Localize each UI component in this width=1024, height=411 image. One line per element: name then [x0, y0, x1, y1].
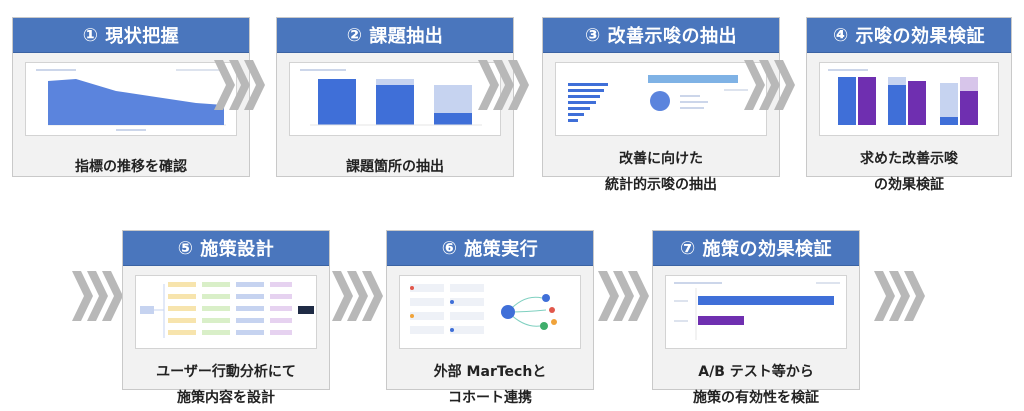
- step-1-thumbnail: [25, 62, 237, 136]
- step-5-caption: ユーザー行動分析にて 施策内容を設計: [127, 359, 325, 411]
- ab-test-bar-thumbnail: [674, 282, 840, 340]
- statistics-thumbnail: [568, 75, 748, 122]
- step-1-card: ① 現状把握 指標の推移を確認: [12, 17, 250, 177]
- step-3-caption-line-2: 統計的示唆の抽出: [605, 177, 717, 193]
- step-3-title: 改善示唆の抽出: [607, 26, 738, 47]
- chevron-right-icon: [744, 60, 796, 110]
- step-1-header: ① 現状把握: [13, 18, 249, 53]
- step-2-thumbnail: [289, 62, 501, 136]
- step-4-title: 示唆の効果検証: [855, 26, 986, 47]
- step-4-caption-line-1: 求めた改善示唆: [860, 151, 958, 167]
- step-6-thumbnail: [399, 275, 581, 349]
- step-2-title: 課題抽出: [369, 26, 444, 47]
- step-7-caption-line-1: A/B テスト等から: [698, 364, 814, 380]
- step-7-card: ⑦ 施策の効果検証 A/B テスト等から 施策の有効性を検証: [652, 230, 860, 406]
- step-5-thumbnail: [135, 275, 317, 349]
- step-4-header: ④ 示唆の効果検証: [807, 18, 1011, 53]
- step-1-title: 現状把握: [105, 26, 180, 47]
- chevron-right-icon: [214, 60, 266, 110]
- step-2-card: ② 課題抽出 課題箇所の抽出: [276, 17, 514, 177]
- step-5-number: ⑤: [177, 237, 194, 259]
- step-3-caption-line-1: 改善に向けた: [619, 151, 703, 167]
- step-2-number: ②: [346, 24, 363, 46]
- step-5-card: ⑤ 施策設計: [122, 230, 330, 406]
- step-6-caption: 外部 MarTechと コホート連携: [391, 359, 589, 411]
- step-7-caption-line-2: 施策の有効性を検証: [693, 390, 819, 406]
- step-7-thumbnail: [665, 275, 847, 349]
- step-6-number: ⑥: [441, 237, 458, 259]
- step-5-title: 施策設計: [200, 239, 275, 260]
- step-6-caption-line-1: 外部 MarTechと: [433, 364, 547, 380]
- step-1-caption: 指標の推移を確認: [17, 154, 245, 180]
- area-chart-thumbnail: [36, 69, 226, 131]
- step-5-header: ⑤ 施策設計: [123, 231, 329, 266]
- step-5-caption-line-2: 施策内容を設計: [177, 390, 275, 406]
- flow-design-thumbnail: [140, 282, 314, 338]
- comparison-bar-thumbnail: [828, 69, 978, 125]
- step-5-caption-line-1: ユーザー行動分析にて: [156, 364, 296, 380]
- step-6-title: 施策実行: [464, 239, 539, 260]
- step-7-number: ⑦: [679, 237, 696, 259]
- step-4-caption-line-2: の効果検証: [874, 177, 944, 193]
- step-6-card: ⑥ 施策実行 外部 MarTechと コホート連携: [386, 230, 594, 406]
- step-4-number: ④: [832, 24, 849, 46]
- step-6-caption-line-2: コホート連携: [448, 390, 532, 406]
- step-7-title: 施策の効果検証: [702, 239, 833, 260]
- step-3-header: ③ 改善示唆の抽出: [543, 18, 779, 53]
- chevron-right-icon: [874, 271, 926, 321]
- step-4-card: ④ 示唆の効果検証 求めた改善示唆 の効果検証: [806, 17, 1012, 193]
- chevron-right-icon: [598, 271, 650, 321]
- step-2-caption: 課題箇所の抽出: [281, 154, 509, 180]
- chevron-right-icon: [72, 271, 124, 321]
- step-6-header: ⑥ 施策実行: [387, 231, 593, 266]
- martech-integration-thumbnail: [410, 284, 557, 334]
- step-1-number: ①: [82, 24, 99, 46]
- step-2-caption-line-1: 課題箇所の抽出: [346, 159, 444, 175]
- chevron-right-icon: [332, 271, 384, 321]
- step-7-header: ⑦ 施策の効果検証: [653, 231, 859, 266]
- step-2-header: ② 課題抽出: [277, 18, 513, 53]
- step-3-thumbnail: [555, 62, 767, 136]
- chevron-right-icon: [478, 60, 530, 110]
- step-4-thumbnail: [819, 62, 999, 136]
- step-4-caption: 求めた改善示唆 の効果検証: [811, 146, 1007, 198]
- step-3-caption: 改善に向けた 統計的示唆の抽出: [547, 146, 775, 198]
- step-7-caption: A/B テスト等から 施策の有効性を検証: [657, 359, 855, 411]
- step-3-number: ③: [584, 24, 601, 46]
- stacked-bar-thumbnail: [300, 69, 482, 126]
- step-3-card: ③ 改善示唆の抽出 改善に向けた 統計的示唆の抽出: [542, 17, 780, 193]
- step-1-caption-line-1: 指標の推移を確認: [75, 159, 187, 175]
